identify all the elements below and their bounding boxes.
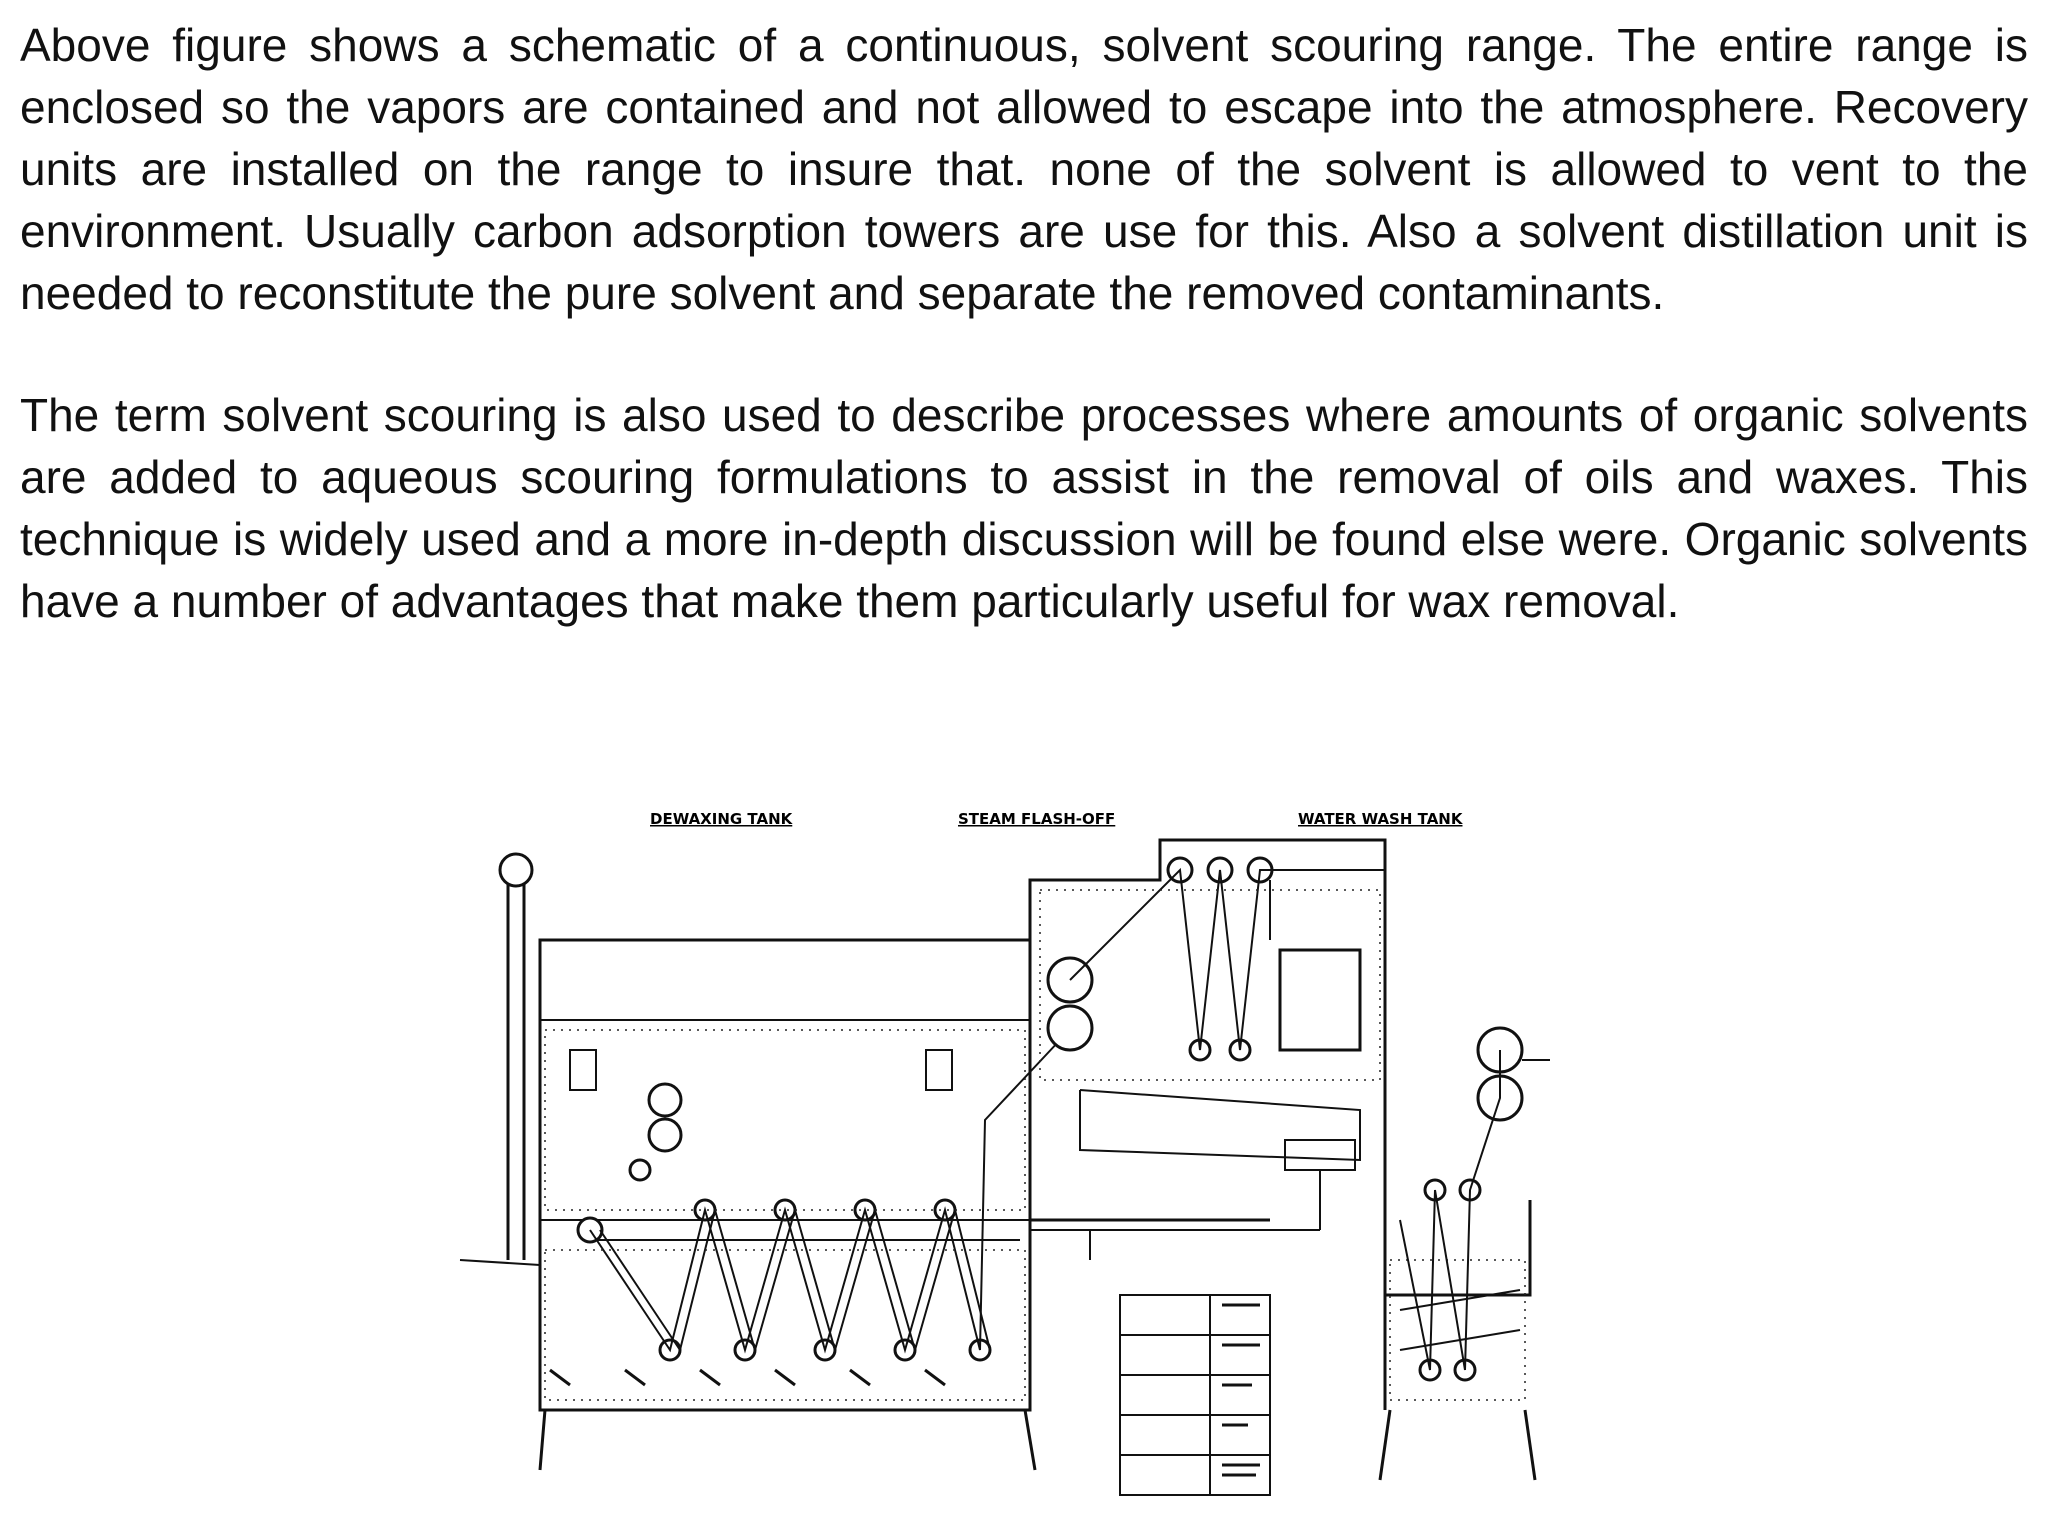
steam-flash-off-unit	[1028, 838, 1387, 1260]
solvent-scouring-range-schematic: DEWAXING TANK STEAM FLASH-OFF WATER WASH…	[459, 810, 1550, 1496]
paragraph-1: Above figure shows a schematic of a cont…	[20, 19, 2028, 319]
water-wash-tank-heading: WATER WASH TANK	[1298, 810, 1464, 828]
steam-flash-off-heading: STEAM FLASH-OFF	[958, 810, 1115, 828]
dewaxing-tank-heading: DEWAXING TANK	[650, 810, 794, 828]
paragraph-2: The term solvent scouring is also used t…	[20, 389, 2028, 627]
recovery-legend-table	[1119, 1294, 1271, 1496]
water-wash-tank	[1378, 1026, 1550, 1481]
dewaxing-tank	[459, 852, 1061, 1471]
